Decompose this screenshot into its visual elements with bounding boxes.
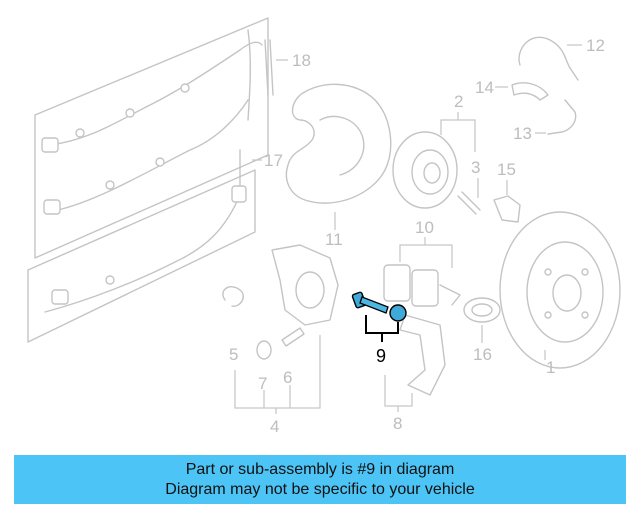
clip-16 — [463, 297, 501, 343]
callout-3: 3 — [471, 158, 480, 177]
bolt-sleeve[interactable] — [389, 304, 407, 322]
banner-line-1: Part or sub-assembly is #9 in diagram — [185, 460, 455, 478]
callout-14: 14 — [475, 78, 494, 97]
guide-bolt[interactable] — [351, 291, 389, 314]
callout-11: 11 — [325, 230, 343, 249]
sensor-wire-panel-17 — [27, 149, 262, 343]
callout-5: 5 — [229, 345, 238, 364]
wheel-hub-2 — [392, 112, 481, 215]
callout-6: 6 — [283, 368, 292, 387]
caliper-bracket-8 — [384, 314, 446, 412]
callout-12: 12 — [586, 36, 605, 55]
brake-pads-10 — [383, 237, 461, 307]
sensor-wire-panel-18 — [34, 17, 288, 259]
callout-13: 13 — [513, 124, 532, 143]
brake-caliper-4 — [222, 244, 339, 414]
callout-4: 4 — [270, 417, 279, 436]
callout-17: 17 — [264, 151, 283, 170]
callout-8: 8 — [393, 414, 402, 433]
callout-15: 15 — [497, 160, 516, 179]
guide-bolt-kit-9[interactable] — [351, 291, 407, 342]
callout-10: 10 — [415, 218, 434, 237]
dust-shield-11 — [285, 83, 392, 230]
banner-line-2: Diagram may not be specific to your vehi… — [165, 480, 475, 498]
brake-hose-12 — [495, 36, 582, 135]
callout-18: 18 — [292, 51, 311, 70]
callout-9[interactable]: 9 — [376, 346, 386, 366]
callout-7: 7 — [258, 374, 267, 393]
callout-1: 1 — [546, 358, 555, 377]
info-banner: Part or sub-assembly is #9 in diagram Di… — [14, 455, 626, 504]
callout-2: 2 — [454, 92, 463, 111]
brake-disc-1 — [499, 211, 621, 369]
abs-sensor-15 — [493, 180, 521, 223]
callout-16: 16 — [473, 345, 492, 364]
parts-diagram: 1 2 3 4 5 6 7 8 9 10 11 12 13 14 15 16 1… — [27, 17, 621, 436]
